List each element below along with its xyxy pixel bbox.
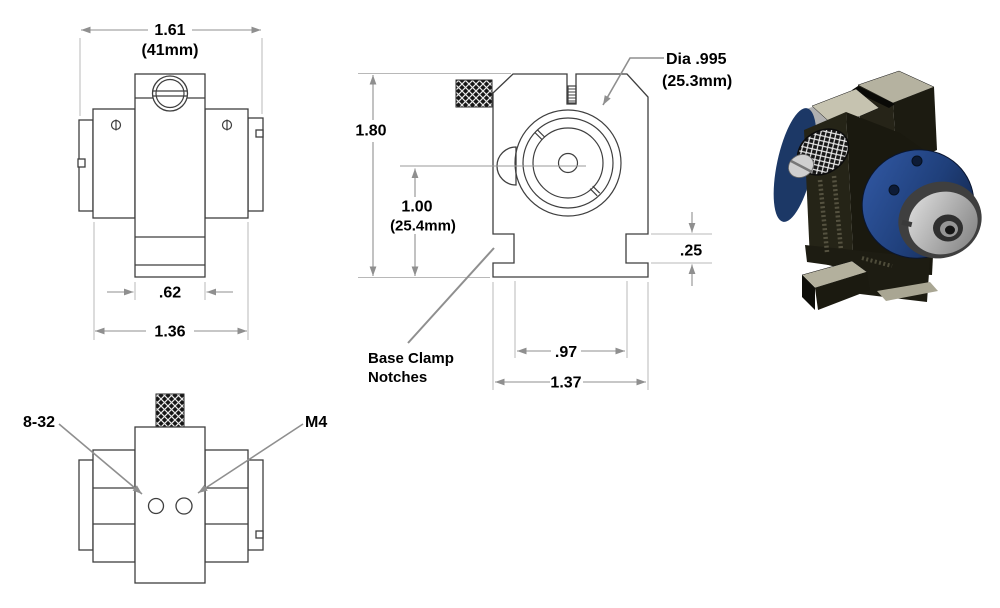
dim-center-width: .62 <box>107 282 233 302</box>
hole-8-32 <box>147 497 165 515</box>
dim-body-width-label: 1.36 <box>154 324 185 341</box>
render-base-notch-face <box>877 282 938 301</box>
dim-aperture-metric: (25.3mm) <box>662 73 732 90</box>
render-thumbscrew <box>788 128 850 178</box>
callout-thread-metric: M4 <box>197 414 327 494</box>
set-screw-icon-left <box>110 119 122 131</box>
dim-optical-axis-height: 1.00 (25.4mm) <box>390 168 456 276</box>
leader-line-aperture <box>602 57 664 106</box>
set-screw-icon-right <box>221 119 233 131</box>
center-bore <box>557 152 579 174</box>
dim-notch-height-label: .25 <box>680 243 702 260</box>
dim-height-label: 1.80 <box>355 123 386 140</box>
bottom-view: 8-32 M4 <box>23 393 327 584</box>
side-tab-right <box>255 530 264 539</box>
callout-aperture: Dia .995 (25.3mm) <box>602 51 732 106</box>
outer-block-left <box>78 459 94 551</box>
dim-optical-axis-metric: (25.4mm) <box>390 218 456 235</box>
knurled-thumbscrew-icon <box>155 393 185 428</box>
side-block-left <box>92 108 136 219</box>
top-view-part-outline <box>77 73 264 278</box>
dim-base-width-label: 1.37 <box>550 375 581 392</box>
render-clamp-gap <box>852 86 895 108</box>
dim-body-width: 1.36 <box>93 222 249 341</box>
dim-notch-spacing: .97 <box>514 281 628 361</box>
dim-total-width-label: 1.61 <box>154 22 185 39</box>
hole-m4 <box>175 497 193 515</box>
render-base <box>801 260 938 310</box>
front-view: 1.80 1.00 (25.4mm) Dia .995 (25.3mm) .25… <box>355 51 732 392</box>
render-ring-notch <box>901 219 913 228</box>
dim-base-width: 1.37 <box>492 282 649 392</box>
leader-line-m4 <box>197 423 304 494</box>
screw-slot-icon <box>153 90 187 97</box>
slot-set-screw-icon <box>567 85 577 104</box>
dim-optical-axis-label: 1.00 <box>401 199 432 216</box>
render-screw-slot <box>790 159 813 174</box>
block-edge-lines <box>93 487 248 525</box>
side-block-right <box>204 449 249 563</box>
dim-total-width: 1.61 (41mm) <box>79 22 263 116</box>
dim-total-width-metric: (41mm) <box>142 42 199 59</box>
leader-line-8-32 <box>58 423 143 495</box>
render-engraved-text <box>817 175 893 268</box>
callout-base-clamp-line1: Base Clamp <box>368 350 454 367</box>
callout-m4-label: M4 <box>305 414 327 431</box>
render-center-hole <box>945 225 955 235</box>
bottom-view-part-outline <box>78 393 264 584</box>
thumbscrew-head-icon <box>151 75 189 112</box>
side-block-left <box>92 449 136 563</box>
render-lens-assembly <box>861 149 982 259</box>
callout-8-32-label: 8-32 <box>23 414 55 431</box>
ring-spanner-slots <box>534 129 601 197</box>
dim-notch-height: .25 <box>651 212 712 286</box>
callout-thread-imperial: 8-32 <box>23 414 143 495</box>
retaining-ring-circles <box>514 109 622 217</box>
side-tab-left <box>77 158 86 168</box>
side-tab-right <box>255 129 264 138</box>
dim-notch-spacing-label: .97 <box>555 344 577 361</box>
render-set-screw-2 <box>888 184 900 196</box>
render-3d <box>773 70 982 310</box>
dim-center-width-label: .62 <box>159 285 181 302</box>
dim-height: 1.80 <box>355 73 511 278</box>
render-set-screw-1 <box>911 155 923 167</box>
center-body <box>134 426 206 584</box>
dim-aperture-label: Dia .995 <box>666 51 727 68</box>
top-view: 1.61 (41mm) .62 1.36 <box>77 22 264 341</box>
callout-base-clamp-line2: Notches <box>368 369 427 386</box>
leader-line-base-clamp <box>407 247 495 344</box>
callout-base-clamp: Base Clamp Notches <box>368 247 495 386</box>
knurled-thumbscrew-icon <box>455 79 493 108</box>
